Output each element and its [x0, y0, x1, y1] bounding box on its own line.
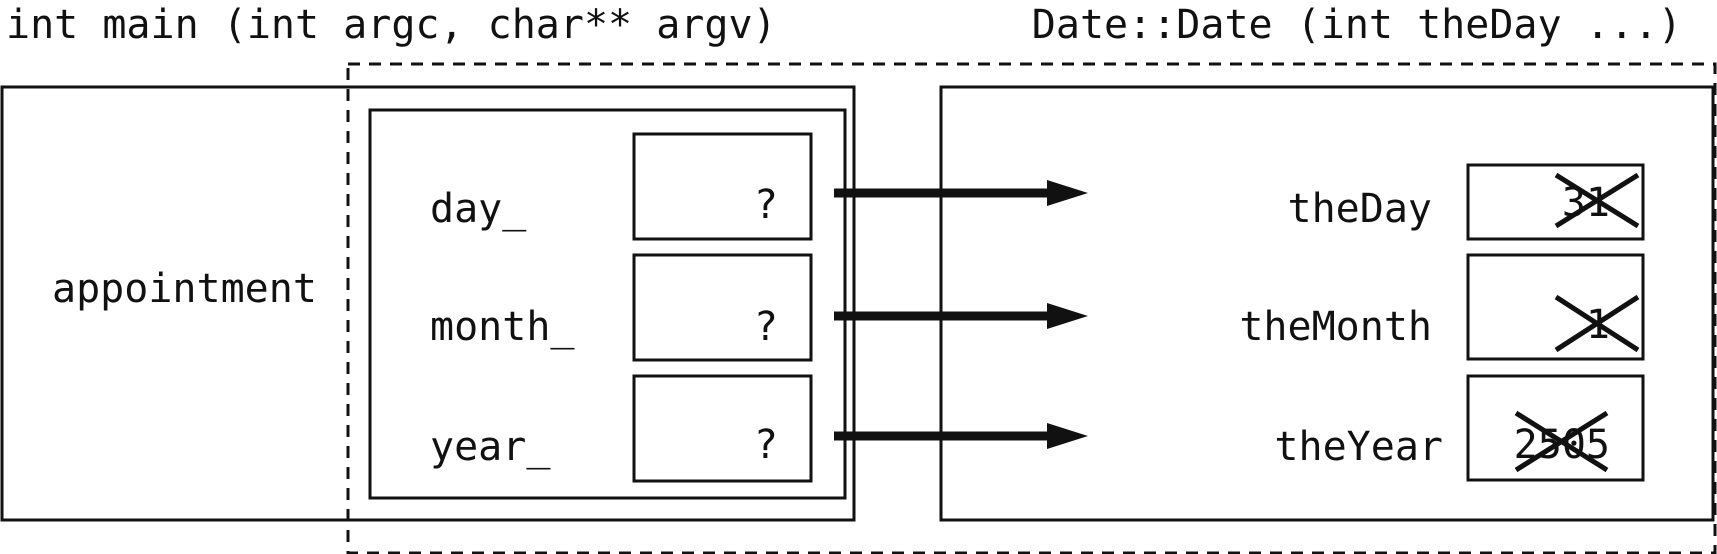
parameter-row-themonth: theMonth 1 — [1239, 253, 1645, 361]
strikeout-cross — [1554, 294, 1640, 353]
constructor-frame — [939, 85, 1715, 522]
member-value-box — [632, 132, 813, 241]
date-object-box — [368, 108, 847, 500]
member-row-month: month_ ? — [430, 253, 813, 362]
parameter-row-theday: theDay 31 — [1288, 163, 1645, 241]
parameter-label: theDay — [1288, 186, 1433, 232]
strikeout-cross — [1554, 172, 1640, 229]
parameter-value-box — [1466, 253, 1645, 361]
member-value: ? — [754, 422, 778, 468]
strikeout-cross — [1514, 410, 1609, 473]
member-value: ? — [754, 304, 778, 350]
member-value: ? — [754, 182, 778, 228]
member-label: year_ — [430, 424, 551, 470]
member-value-box — [632, 253, 813, 362]
member-label: month_ — [430, 304, 575, 350]
member-row-year: year_ ? — [430, 374, 813, 483]
member-row-day: day_ ? — [430, 132, 813, 241]
parameter-label: theMonth — [1239, 304, 1432, 350]
parameter-row-theyear: theYear 2505 — [1274, 374, 1645, 482]
constructor-scope-outline — [346, 62, 1717, 554]
callee-signature: Date::Date (int theDay ...) — [1032, 2, 1682, 48]
main-frame — [0, 85, 856, 522]
arrow-year — [834, 423, 1088, 449]
member-value-box — [632, 374, 813, 483]
parameter-value-box — [1466, 374, 1645, 482]
parameter-value-box — [1466, 163, 1645, 241]
arrow-month — [834, 303, 1088, 329]
member-label: day_ — [430, 186, 527, 232]
arrow-day — [834, 180, 1088, 206]
object-label-appointment: appointment — [52, 266, 317, 312]
caller-signature: int main (int argc, char** argv) — [6, 2, 777, 48]
parameter-label: theYear — [1274, 424, 1443, 470]
